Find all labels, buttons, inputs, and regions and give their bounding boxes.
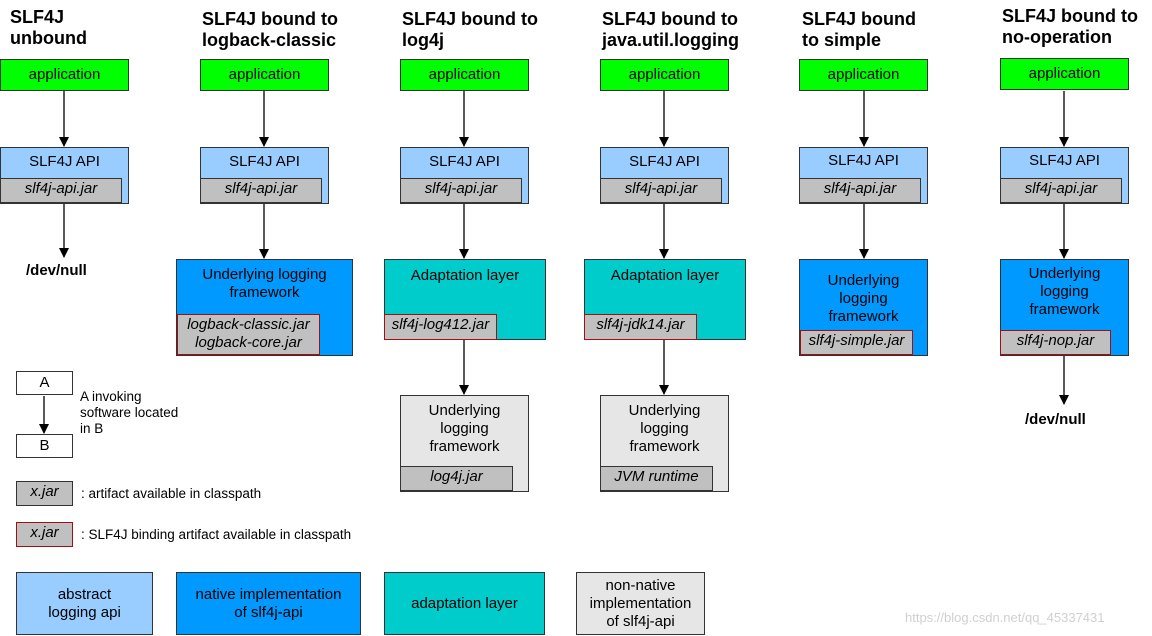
- framework-label: Underlying logging framework: [428, 402, 501, 455]
- framework-label: Underlying logging framework: [1028, 265, 1101, 318]
- application-box: application: [799, 59, 928, 91]
- slf4j-log412-jar: slf4j-log412.jar: [384, 314, 497, 340]
- slf4j-api-jar: slf4j-api.jar: [1000, 178, 1122, 203]
- slf4j-api-label: SLF4J API: [229, 153, 300, 170]
- column-title-simple: SLF4J bound to simple: [802, 9, 916, 50]
- adaptation-layer-label: Adaptation layer: [410, 267, 520, 284]
- slf4j-api-jar: slf4j-api.jar: [600, 178, 722, 203]
- column-title-log4j: SLF4J bound to log4j: [402, 9, 538, 50]
- log4j-jar: log4j.jar: [400, 466, 513, 491]
- slf4j-api-label: SLF4J API: [1029, 152, 1100, 169]
- slf4j-jdk14-jar: slf4j-jdk14.jar: [584, 314, 697, 340]
- legend-abstract-api: abstract logging api: [16, 572, 153, 635]
- framework-label: Underlying logging framework: [202, 266, 327, 301]
- column-title-jul: SLF4J bound to java.util.logging: [602, 9, 740, 50]
- legend-native-impl: native implementation of slf4j-api: [176, 572, 361, 635]
- framework-label: Underlying logging framework: [628, 402, 701, 455]
- legend-binding-jar: x.jar: [16, 522, 73, 547]
- slf4j-api-label: SLF4J API: [828, 152, 899, 169]
- application-box: application: [600, 59, 729, 91]
- legend-artifact-jar: x.jar: [16, 481, 73, 506]
- logback-jars: logback-classic.jar logback-core.jar: [177, 314, 320, 355]
- application-box: application: [200, 59, 329, 91]
- application-box: application: [0, 59, 129, 91]
- application-box: application: [1000, 58, 1129, 90]
- slf4j-api-jar: slf4j-api.jar: [799, 178, 921, 203]
- legend-box-b: B: [16, 434, 73, 458]
- slf4j-simple-jar: slf4j-simple.jar: [800, 330, 913, 355]
- column-title-logback: SLF4J bound to logback-classic: [202, 9, 338, 50]
- slf4j-api-jar: slf4j-api.jar: [0, 178, 122, 203]
- legend-adaptation-layer: adaptation layer: [384, 572, 545, 635]
- slf4j-nop-jar: slf4j-nop.jar: [1000, 330, 1111, 355]
- framework-label: Underlying logging framework: [827, 272, 900, 325]
- slf4j-api-jar: slf4j-api.jar: [400, 178, 522, 203]
- slf4j-api-jar: slf4j-api.jar: [200, 178, 322, 203]
- column-title-nop: SLF4J bound to no-operation: [1002, 6, 1138, 47]
- dev-null-label: /dev/null: [26, 262, 87, 279]
- dev-null-label: /dev/null: [1025, 411, 1086, 428]
- column-title-unbound: SLF4J unbound: [10, 7, 87, 48]
- legend-non-native-impl: non-native implementation of slf4j-api: [576, 572, 705, 635]
- jvm-runtime-jar: JVM runtime: [600, 466, 713, 491]
- legend-box-a: A: [16, 371, 73, 395]
- legend-artifact-text: : artifact available in classpath: [81, 486, 262, 501]
- slf4j-api-label: SLF4J API: [29, 153, 100, 170]
- watermark: https://blog.csdn.net/qq_45337431: [905, 610, 1105, 625]
- legend-binding-text: : SLF4J binding artifact available in cl…: [81, 527, 352, 542]
- application-box: application: [400, 59, 529, 91]
- adaptation-layer-label: Adaptation layer: [610, 267, 720, 284]
- slf4j-api-label: SLF4J API: [629, 153, 700, 170]
- slf4j-api-label: SLF4J API: [429, 153, 500, 170]
- legend-invoking-text: A invoking software located in B: [80, 389, 179, 436]
